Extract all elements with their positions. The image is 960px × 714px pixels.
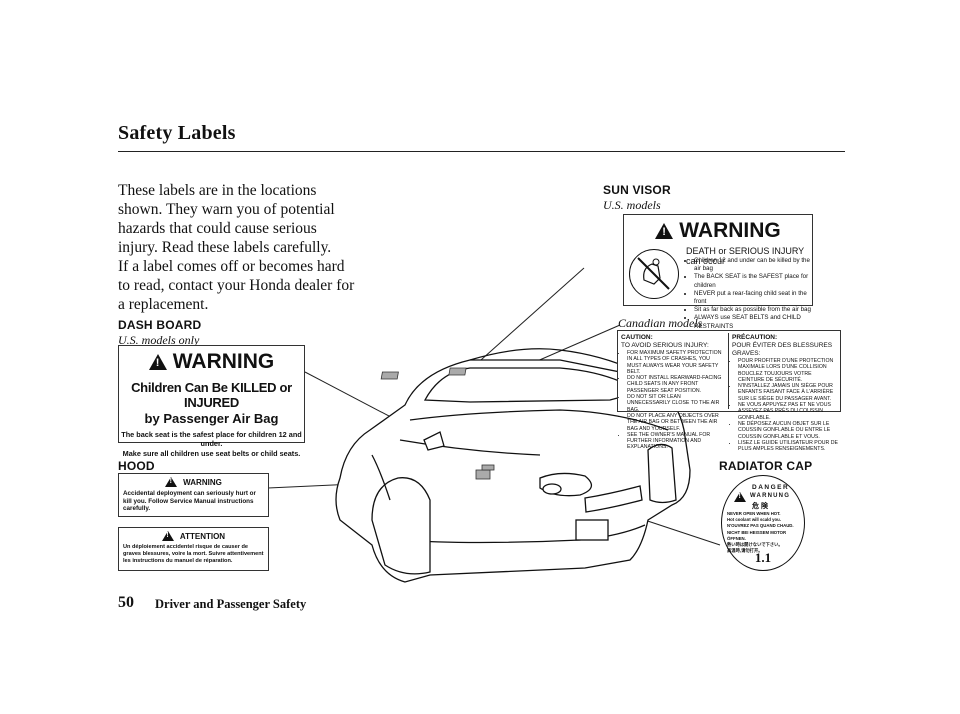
intro-paragraph-2: If a label comes off or becomes hard to … xyxy=(118,258,355,313)
radiator-line: NICHT BEI HEISSEM MOTOR ÖFFNEN. xyxy=(727,529,787,541)
caution-subtitle: TO AVOID SERIOUS INJURY: xyxy=(621,342,709,349)
hood-warning-text: Accidental deployment can seriously hurt… xyxy=(123,490,256,512)
visor-label-spot-left xyxy=(380,371,399,380)
sun-visor-bullet: ALWAYS use SEAT BELTS and CHILD RESTRAIN… xyxy=(694,314,818,330)
dash-board-heading: DASH BOARD xyxy=(118,318,202,332)
sun-visor-warning-title: WARNING xyxy=(624,219,812,243)
dash-board-note: U.S. models only xyxy=(118,333,200,347)
warning-triangle-icon xyxy=(165,477,178,487)
hood-warning-title: WARNING xyxy=(119,477,268,487)
precaution-block: PRÉCAUTION: POUR ÉVITER DES BLESSURES GR… xyxy=(732,334,838,452)
precaution-title: PRÉCAUTION: xyxy=(732,334,778,341)
car-body xyxy=(335,348,691,583)
caution-item: DO NOT INSTALL REARWARD-FACING CHILD SEA… xyxy=(627,375,725,394)
visor-label-spot-right xyxy=(448,367,467,376)
precaution-list: POUR PROFITER D'UNE PROTECTION MAXIMALE … xyxy=(732,358,838,452)
header-rule xyxy=(118,151,845,152)
intro-paragraph-1: These labels are in the locations shown.… xyxy=(118,182,335,256)
radiator-line: 熱い時は開けないで下さい。 xyxy=(727,542,783,548)
hood-attention-text: Un déploiement accidentel risque de caus… xyxy=(123,544,264,564)
sun-visor-canada-note: Canadian models xyxy=(618,316,703,330)
hood-attention-title: ATTENTION xyxy=(119,531,268,541)
sun-visor-bullet: Children 12 and under can be killed by t… xyxy=(694,257,818,273)
precaution-item: NE VOUS APPUYEZ PAS ET NE VOUS ASSEYEZ P… xyxy=(738,402,838,421)
warning-triangle-icon xyxy=(161,531,174,541)
label-divider xyxy=(728,333,729,409)
warning-triangle-icon xyxy=(734,492,746,502)
dash-warning-word: WARNING xyxy=(172,350,275,373)
sun-visor-canada-label: CAUTION: TO AVOID SERIOUS INJURY: FOR MA… xyxy=(617,330,841,452)
hood-warning-label: WARNING Accidental deployment can seriou… xyxy=(118,473,269,517)
caution-item: SEE THE OWNER'S MANUAL FOR FURTHER INFOR… xyxy=(627,432,725,451)
sun-visor-bullet: Sit as far back as possible from the air… xyxy=(694,306,818,314)
radiator-pressure: 1.1 xyxy=(754,550,772,565)
page-number: 50 xyxy=(118,594,134,611)
warning-triangle-icon xyxy=(148,354,167,370)
precaution-subtitle: POUR ÉVITER DES BLESSURES GRAVES: xyxy=(732,342,833,357)
sun-visor-bullets: Children 12 and under can be killed by t… xyxy=(686,257,818,331)
hood-attention-label: ATTENTION Un déploiement accidentel risq… xyxy=(118,527,269,571)
radiator-kanji: 危 険 xyxy=(752,503,768,510)
caution-item: DO NOT PLACE ANY OBJECTS OVER THE AIR BA… xyxy=(627,413,725,432)
sun-visor-us-note: U.S. models xyxy=(603,198,661,212)
radiator-lines: NEVER OPEN WHEN HOT. Hot coolant will sc… xyxy=(727,511,803,554)
dash-board-label: WARNING Children Can Be KILLED or INJURE… xyxy=(118,345,305,458)
radiator-cap-heading: RADIATOR CAP xyxy=(719,459,813,473)
hood-warning-word: WARNING xyxy=(183,477,222,487)
page-title: Safety Labels xyxy=(118,122,236,144)
radiator-danger: DANGER xyxy=(752,484,790,491)
sun-visor-us-label: WARNING DEATH or SERIOUS INJURY can occu… xyxy=(623,214,813,330)
dash-line-3: The back seat is the safest place for ch… xyxy=(121,430,302,448)
hood-heading: HOOD xyxy=(118,459,155,473)
caution-item: FOR MAXIMUM SAFETY PROTECTION IN ALL TYP… xyxy=(627,350,725,375)
footer-section-title: Driver and Passenger Safety xyxy=(155,597,307,611)
precaution-item: POUR PROFITER D'UNE PROTECTION MAXIMALE … xyxy=(738,358,838,383)
leader-visor-left xyxy=(462,267,585,377)
sun-visor-bullet: The BACK SEAT is the SAFEST place for ch… xyxy=(694,273,818,289)
caution-title: CAUTION: xyxy=(621,334,653,341)
radiator-warnung: WARNUNG xyxy=(750,493,791,499)
hood-label-spot xyxy=(475,469,491,480)
radiator-cap-label: DANGER WARNUNG 危 険 NEVER OPEN WHEN HOT. … xyxy=(721,475,805,571)
radiator-line: N'OUVREZ PAS QUAND CHAUD. xyxy=(727,523,794,529)
sun-visor-warning-word: WARNING xyxy=(679,219,781,242)
dash-line-1: Children Can Be KILLED or INJURED xyxy=(131,380,292,410)
radiator-line: 高温時,请勿打开。 xyxy=(727,548,763,554)
caution-block: CAUTION: TO AVOID SERIOUS INJURY: FOR MA… xyxy=(621,334,725,451)
radiator-line: NEVER OPEN WHEN HOT. xyxy=(727,511,781,516)
radiator-line: Hot coolant will scald you. xyxy=(727,517,781,523)
caution-list: FOR MAXIMUM SAFETY PROTECTION IN ALL TYP… xyxy=(621,350,725,451)
no-child-seat-icon xyxy=(629,249,679,299)
sun-visor-headline: DEATH or SERIOUS INJURY can occur xyxy=(686,246,805,266)
dash-line-2: by Passenger Air Bag xyxy=(144,411,279,426)
precaution-item: N'INSTALLEZ JAMAIS UN SIÈGE POUR ENFANTS… xyxy=(738,383,838,402)
dash-line-4: Make sure all children use seat belts or… xyxy=(122,449,301,458)
sun-visor-bullet: NEVER put a rear-facing child seat in th… xyxy=(694,290,818,306)
warning-triangle-icon xyxy=(655,223,674,239)
precaution-item: NE DÉPOSEZ AUCUN OBJET SUR LE COUSSIN GO… xyxy=(738,421,838,440)
hood-attention-word: ATTENTION xyxy=(179,531,226,541)
dash-warning-title: WARNING xyxy=(119,350,304,374)
sun-visor-heading: SUN VISOR xyxy=(603,183,671,197)
dash-label-spot xyxy=(481,464,495,471)
precaution-item: LISEZ LE GUIDE UTILISATEUR POUR DE PLUS … xyxy=(738,440,838,453)
caution-item: DO NOT SIT OR LEAN UNNECESSARILY CLOSE T… xyxy=(627,394,725,413)
